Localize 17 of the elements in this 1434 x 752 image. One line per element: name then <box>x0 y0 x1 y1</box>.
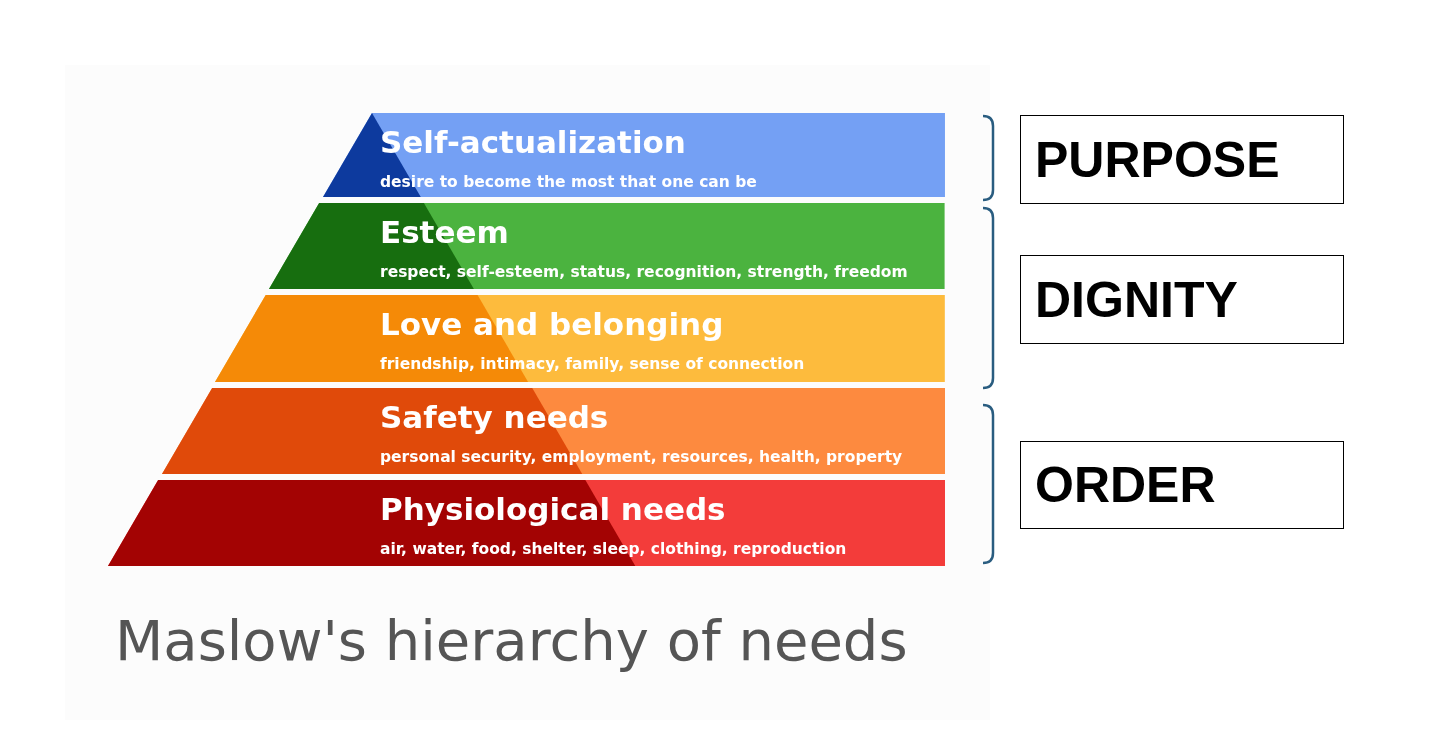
level-description: air, water, food, shelter, sleep, clothing, reproduction <box>380 540 847 559</box>
level-title: Safety needs <box>380 400 609 435</box>
caption: Maslow's hierarchy of needs <box>115 608 908 673</box>
level-title: Physiological needs <box>380 492 726 527</box>
level-description: desire to become the most that one can be <box>380 173 757 192</box>
level-title: Love and belonging <box>380 307 724 342</box>
category-label: ORDER <box>1020 441 1344 529</box>
level-description: friendship, intimacy, family, sense of connection <box>380 355 805 374</box>
category-label: DIGNITY <box>1020 255 1344 344</box>
level-title: Esteem <box>380 215 509 250</box>
level-description: respect, self-esteem, status, recognition, strength, freedom <box>380 263 908 282</box>
pyramid-level <box>161 388 945 474</box>
pyramid-level <box>269 203 945 289</box>
pyramid-level <box>107 480 945 566</box>
level-description: personal security, employment, resources, health, property <box>380 448 903 467</box>
category-label: PURPOSE <box>1020 115 1344 204</box>
pyramid-level <box>215 295 945 382</box>
